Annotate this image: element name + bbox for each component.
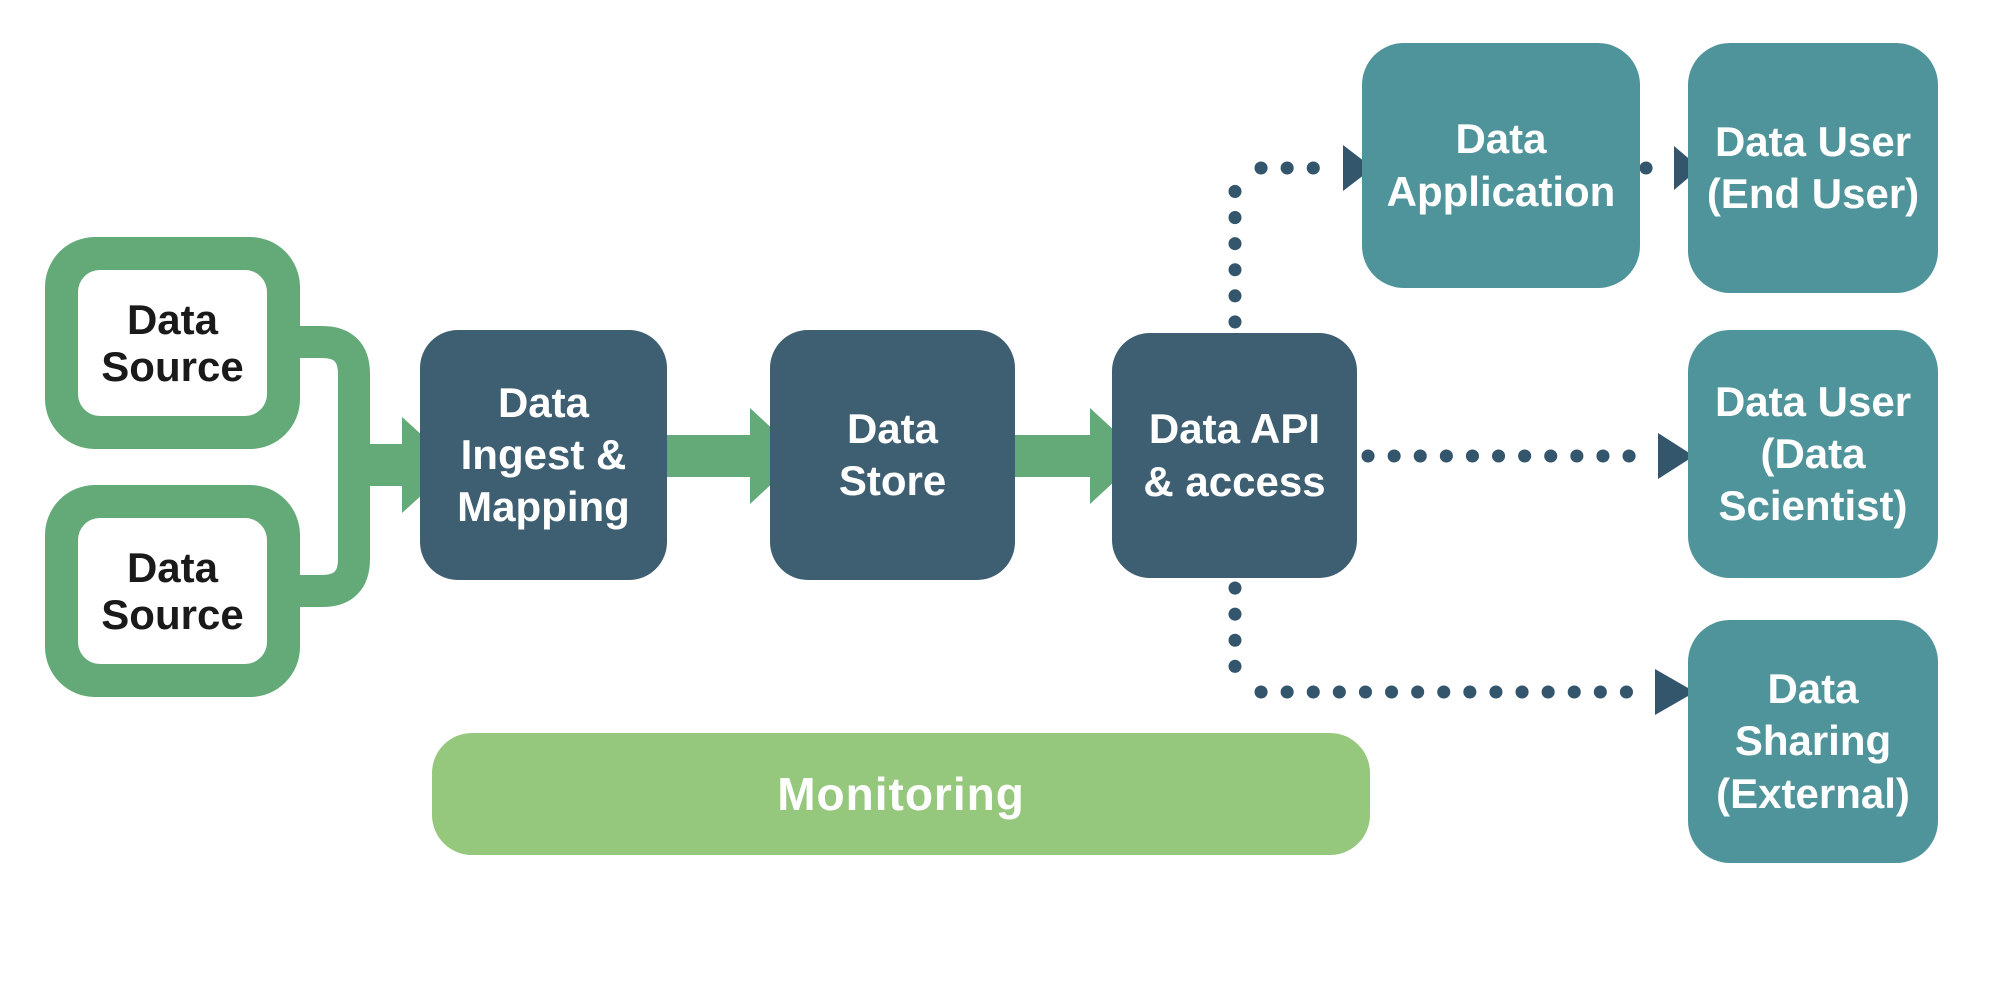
node-data-sharing-external: Data Sharing (External): [1688, 620, 1938, 863]
node-data-source-2-label: Data Source: [78, 518, 267, 664]
node-data-application: Data Application: [1362, 43, 1640, 288]
node-data-store: Data Store: [770, 330, 1015, 580]
node-data-source-2: Data Source: [45, 485, 300, 697]
node-data-ingest-mapping: Data Ingest & Mapping: [420, 330, 667, 580]
node-data-api-access: Data API & access: [1112, 333, 1357, 578]
node-data-user-data-scientist: Data User (Data Scientist): [1688, 330, 1938, 578]
node-data-source-1: Data Source: [45, 237, 300, 449]
dotted-api-to-scientist: [1361, 433, 1694, 479]
source-merge-connector: [300, 326, 370, 607]
node-data-source-1-label: Data Source: [78, 270, 267, 416]
node-data-user-end-user: Data User (End User): [1688, 43, 1938, 293]
dotted-api-to-application: [1228, 145, 1373, 329]
dotted-api-to-sharing: [1228, 581, 1695, 715]
monitoring-bar: Monitoring: [432, 733, 1370, 855]
